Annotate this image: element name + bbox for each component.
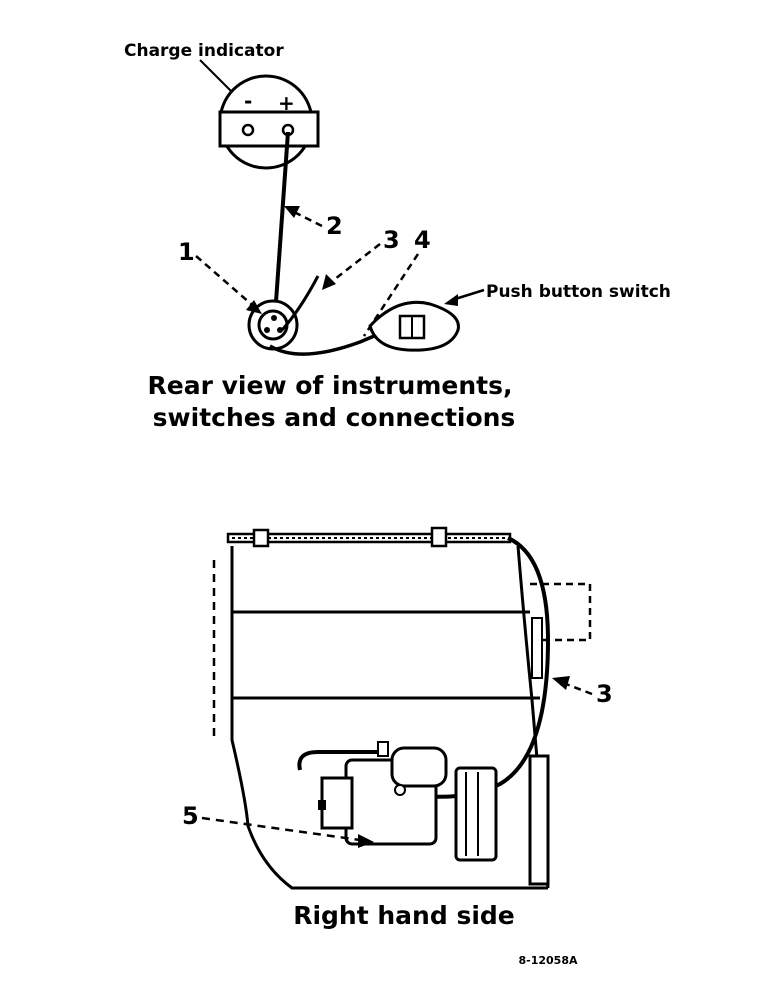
wire-bracket (531, 617, 543, 679)
cable-conduit (226, 526, 512, 548)
bottom-diagram: 3 5 Right hand side (182, 526, 613, 930)
engine-right-edge (516, 545, 550, 889)
starter-terminal-post (377, 741, 389, 757)
callout-4-leader (362, 253, 420, 337)
callout-1-leader (195, 255, 259, 311)
charge-indicator-label: Charge indicator (124, 41, 284, 61)
bottom-caption: Right hand side (293, 901, 515, 930)
callout-3: 3 (383, 226, 400, 254)
wire-3-stub (280, 275, 320, 332)
callout-1: 1 (178, 238, 195, 266)
callout-3-arrow (322, 274, 336, 290)
top-diagram: Charge indicator - + (124, 41, 671, 432)
callout-5-leader (201, 816, 361, 842)
starter-drive-housing (454, 766, 498, 862)
push-button-switch-arrow (444, 294, 458, 306)
callout-3-bottom-leader (565, 682, 593, 696)
starter-solenoid (390, 746, 448, 788)
minus-terminal (241, 123, 255, 137)
callout-3-bottom: 3 (596, 680, 613, 708)
connector-pin (271, 315, 277, 321)
top-caption-line-2: switches and connections (153, 403, 516, 432)
gauge-terminal-block (218, 110, 320, 148)
top-caption-line-1: Rear view of instruments, (148, 371, 513, 400)
push-button-switch (368, 300, 460, 352)
starter-cable (297, 750, 380, 771)
plus-terminal-label: + (278, 91, 295, 115)
push-button-switch-label: Push button switch (486, 282, 671, 302)
callout-2: 2 (326, 212, 343, 240)
flywheel-housing-flange (528, 754, 550, 886)
charge-indicator-leader (199, 59, 237, 97)
connector-pin (264, 327, 270, 333)
end-cap-stud (318, 800, 326, 810)
starter-motor (297, 741, 498, 862)
engine-block-outline (230, 546, 548, 890)
callout-2-arrow (284, 206, 300, 218)
callout-5-arrow (358, 834, 374, 848)
callout-3-leader (325, 243, 381, 287)
conduit-clip (252, 528, 270, 548)
hidden-component (530, 582, 592, 642)
callout-3-bottom-arrow (552, 676, 570, 690)
minus-terminal-label: - (244, 89, 252, 113)
charge-indicator: - + (218, 74, 320, 170)
callout-4: 4 (414, 226, 431, 254)
starter-end-cap (320, 776, 354, 830)
wire-2 (273, 131, 290, 317)
conduit-clip (430, 526, 448, 548)
callout-5: 5 (182, 802, 199, 830)
callout-1-arrow (246, 300, 262, 314)
figure-code: 8-12058A (518, 954, 577, 967)
starter-terminal (394, 784, 406, 796)
